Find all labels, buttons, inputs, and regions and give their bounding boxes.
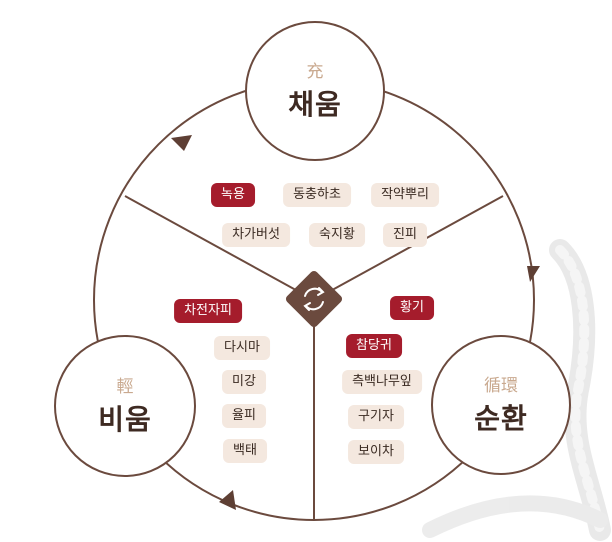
node-light-label: 비움 (98, 402, 152, 436)
ingredient-chip: 녹용 (211, 183, 255, 207)
divider-top-left (124, 195, 315, 301)
arrow-icon (527, 266, 540, 282)
node-light-hanja: 輕 (116, 376, 134, 397)
ingredient-chip: 황기 (390, 296, 434, 320)
ingredient-chip: 참당귀 (346, 334, 402, 358)
ingredient-chip: 작약뿌리 (371, 183, 439, 207)
node-fill-hanja: 充 (306, 61, 324, 82)
ingredient-chip: 보이차 (348, 440, 404, 464)
divider-top-right (313, 195, 504, 301)
refresh-cycle-icon (303, 287, 325, 311)
ingredient-chip: 다시마 (214, 336, 270, 360)
ingredient-chip: 숙지황 (309, 223, 365, 247)
node-fill-label: 채움 (288, 87, 342, 121)
center-cycle-badge (285, 270, 343, 328)
ingredient-chip: 율피 (222, 404, 266, 428)
node-light: 輕 비움 (54, 335, 196, 477)
ingredient-chip: 동충하초 (283, 183, 351, 207)
ingredient-chip: 차전자피 (174, 299, 242, 323)
rope-decoration-icon (422, 239, 611, 541)
node-circulate-label: 순환 (474, 401, 528, 435)
node-circulate-hanja: 循環 (484, 375, 518, 396)
node-circulate: 循環 순환 (431, 335, 571, 475)
ingredient-chip: 백태 (223, 439, 267, 463)
arrow-icon (219, 490, 236, 510)
arrow-icon (171, 135, 192, 151)
ingredient-chip: 차가버섯 (222, 223, 290, 247)
ingredient-chip: 진피 (383, 223, 427, 247)
ingredient-chip: 구기자 (348, 405, 404, 429)
ingredient-chip: 측백나무잎 (342, 370, 422, 394)
ingredient-chip: 미강 (222, 370, 266, 394)
node-fill: 充 채움 (245, 21, 385, 161)
